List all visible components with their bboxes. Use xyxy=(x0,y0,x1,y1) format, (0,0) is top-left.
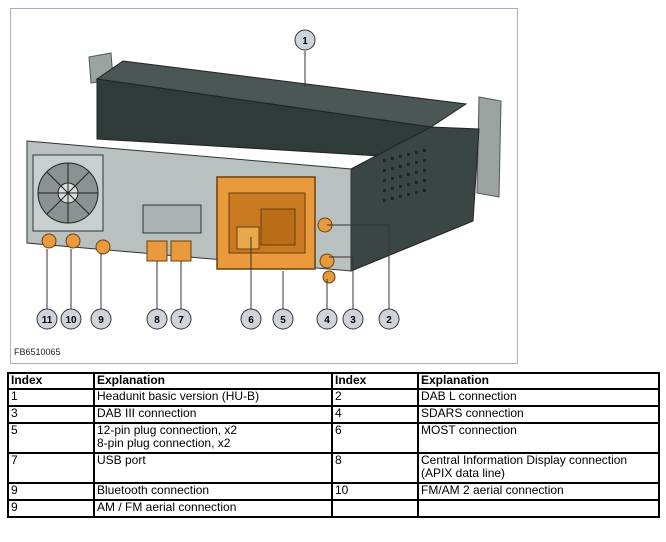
right-bracket xyxy=(476,96,502,198)
index-cell: 7 xyxy=(7,452,95,484)
svg-text:6: 6 xyxy=(248,315,254,326)
callout-10: 10 xyxy=(60,308,82,330)
explanation-cell: 12-pin plug connection, x2 8-pin plug co… xyxy=(93,422,333,454)
header-index-1: Index xyxy=(7,372,95,390)
svg-text:3: 3 xyxy=(350,315,356,326)
callout-11: 11 xyxy=(36,308,58,330)
callout-7: 7 xyxy=(170,308,192,330)
index-cell: 8 xyxy=(331,452,419,484)
svg-text:11: 11 xyxy=(42,315,53,326)
callout-5: 5 xyxy=(272,308,294,330)
index-cell: 2 xyxy=(331,388,419,407)
index-table: Index Explanation Index Explanation 1 He… xyxy=(7,372,660,518)
side-vents xyxy=(383,149,426,202)
index-cell: 3 xyxy=(7,405,95,424)
index-cell: 9 xyxy=(7,499,95,518)
index-cell: 5 xyxy=(7,422,95,454)
svg-text:9: 9 xyxy=(98,315,104,326)
index-cell: 6 xyxy=(331,422,419,454)
explanation-cell: Headunit basic version (HU-B) xyxy=(93,388,333,407)
explanation-cell: DAB L connection xyxy=(417,388,660,407)
explanation-cell: AM / FM aerial connection xyxy=(93,499,333,518)
headunit-illustration: 1 11 10 9 8 7 6 5 4 3 2 xyxy=(26,29,502,330)
svg-text:7: 7 xyxy=(178,315,184,326)
aerial-connectors xyxy=(41,217,336,284)
table-row: 3 DAB III connection 4 SDARS connection xyxy=(7,405,660,424)
callout-3: 3 xyxy=(342,308,364,330)
svg-text:10: 10 xyxy=(65,315,77,326)
explanation-cell: MOST connection xyxy=(417,422,660,454)
header-explanation-1: Explanation xyxy=(93,372,333,390)
svg-text:1: 1 xyxy=(302,36,308,47)
index-cell: 1 xyxy=(7,388,95,407)
explanation-cell xyxy=(417,499,660,518)
header-index-2: Index xyxy=(331,372,419,390)
callout-9: 9 xyxy=(90,308,112,330)
leader-lines xyxy=(46,51,390,309)
callout-2: 2 xyxy=(378,308,400,330)
svg-text:4: 4 xyxy=(324,315,330,326)
index-cell: 10 xyxy=(331,482,419,501)
explanation-cell: SDARS connection xyxy=(417,405,660,424)
main-plug-block xyxy=(216,176,316,270)
figure-id: FB6510065 xyxy=(14,347,61,357)
callout-6: 6 xyxy=(240,308,262,330)
index-cell xyxy=(331,499,419,518)
explanation-cell: USB port xyxy=(93,452,333,484)
svg-text:8: 8 xyxy=(154,315,160,326)
explanation-cell: DAB III connection xyxy=(93,405,333,424)
explanation-cell: Central Information Display connection (… xyxy=(417,452,660,484)
table-row: 7 USB port 8 Central Information Display… xyxy=(7,452,660,484)
table-row: 1 Headunit basic version (HU-B) 2 DAB L … xyxy=(7,388,660,407)
table-row: 5 12-pin plug connection, x2 8-pin plug … xyxy=(7,422,660,454)
svg-text:2: 2 xyxy=(386,315,392,326)
table-header-row: Index Explanation Index Explanation xyxy=(7,372,660,390)
port-frame xyxy=(142,204,202,234)
table-row: 9 AM / FM aerial connection xyxy=(7,499,660,518)
fan xyxy=(32,154,104,232)
index-cell: 4 xyxy=(331,405,419,424)
index-cell: 9 xyxy=(7,482,95,501)
callouts: 1 11 10 9 8 7 6 5 4 3 2 xyxy=(36,29,400,330)
table-row: 9 Bluetooth connection 10 FM/AM 2 aerial… xyxy=(7,482,660,501)
callout-4: 4 xyxy=(316,308,338,330)
callout-1: 1 xyxy=(294,29,316,51)
header-explanation-2: Explanation xyxy=(417,372,660,390)
callout-8: 8 xyxy=(146,308,168,330)
svg-text:5: 5 xyxy=(280,315,286,326)
headunit-figure: 1 11 10 9 8 7 6 5 4 3 2 FB6510065 xyxy=(10,8,518,364)
explanation-cell: Bluetooth connection xyxy=(93,482,333,501)
explanation-cell: FM/AM 2 aerial connection xyxy=(417,482,660,501)
